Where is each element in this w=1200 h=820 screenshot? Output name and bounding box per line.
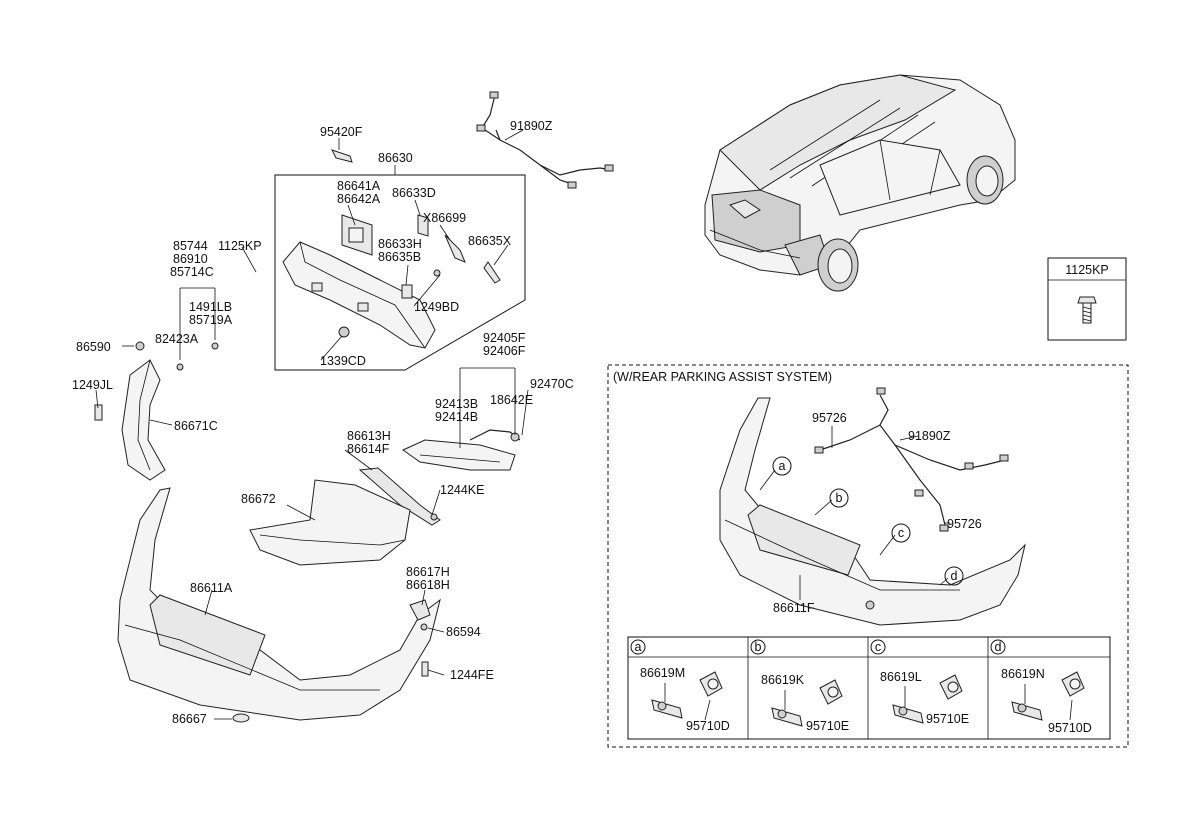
- label-bracket-a: 86619M: [640, 666, 685, 680]
- callout-d: d: [944, 566, 964, 586]
- label-86633d: 86633D: [392, 186, 436, 200]
- label-bracket-c: 86619L: [880, 670, 922, 684]
- callout-b: b: [829, 488, 849, 508]
- label-1125kp: 1125KP: [218, 239, 262, 253]
- label-86641a: 86641A: [337, 179, 381, 193]
- wiring-harness-top: [476, 91, 614, 189]
- label-sensor-d: 95710D: [1048, 721, 1092, 735]
- label-85714c: 85714C: [170, 265, 214, 279]
- label-82423a: 82423A: [155, 332, 199, 346]
- parking-assist-title: (W/REAR PARKING ASSIST SYSTEM): [613, 370, 832, 384]
- label-86594: 86594: [446, 625, 481, 639]
- label-86617h: 86617H: [406, 565, 450, 579]
- label-86667: 86667: [172, 712, 207, 726]
- label-85719a: 85719A: [189, 313, 233, 327]
- label-x86699: X86699: [423, 211, 466, 225]
- label-bracket-d: 86619N: [1001, 667, 1045, 681]
- svg-text:c: c: [898, 526, 904, 540]
- rear-bumper-cover-86611a: [117, 487, 441, 723]
- label-86590: 86590: [76, 340, 111, 354]
- part-labels: 95420F 86630 91890Z 86641A 86642A 86633D…: [72, 119, 574, 726]
- parking-assist-panel: (W/REAR PARKING ASSIST SYSTEM) a: [607, 364, 1129, 748]
- rear-beam-assembly-group: [274, 149, 526, 371]
- label-86611f: 86611F: [773, 601, 815, 615]
- svg-text:a: a: [635, 640, 642, 654]
- lower-cover-86672: [249, 479, 411, 566]
- label-1244fe: 1244FE: [450, 668, 494, 682]
- sensor-column-d: d 86619N 95710D: [990, 639, 1092, 735]
- label-1125kp-box: 1125KP: [1065, 263, 1109, 277]
- label-sensor-a: 95710D: [686, 719, 730, 733]
- leader-lines: [95, 129, 529, 720]
- label-86635b: 86635B: [378, 250, 421, 264]
- label-92470c: 92470C: [530, 377, 574, 391]
- label-1339cd: 1339CD: [320, 354, 366, 368]
- side-bracket-86671c: [94, 341, 219, 481]
- label-1249bd: 1249BD: [414, 300, 459, 314]
- sensor-column-b: b 86619K 95710E: [750, 639, 849, 733]
- label-86630: 86630: [378, 151, 413, 165]
- label-86642a: 86642A: [337, 192, 381, 206]
- label-86672: 86672: [241, 492, 276, 506]
- label-sensor-b: 95710E: [806, 719, 849, 733]
- svg-text:c: c: [875, 640, 881, 654]
- bolt-icon: [1077, 296, 1097, 324]
- rear-reflector-assembly: [401, 429, 521, 471]
- callout-a: a: [772, 456, 792, 476]
- label-86618h: 86618H: [406, 578, 450, 592]
- svg-text:d: d: [995, 640, 1002, 654]
- label-bracket-b: 86619K: [761, 673, 805, 687]
- label-18642e: 18642E: [490, 393, 533, 407]
- label-91890z-sys: 91890Z: [908, 429, 951, 443]
- label-86611a: 86611A: [190, 581, 233, 595]
- svg-text:b: b: [755, 640, 762, 654]
- label-1244ke: 1244KE: [440, 483, 484, 497]
- label-1491lb: 1491LB: [189, 300, 232, 314]
- label-92406f: 92406F: [483, 344, 526, 358]
- label-86635x: 86635X: [468, 234, 512, 248]
- label-92414b: 92414B: [435, 410, 478, 424]
- label-92413b: 92413B: [435, 397, 478, 411]
- label-86614f: 86614F: [347, 442, 390, 456]
- label-86910: 86910: [173, 252, 208, 266]
- label-86613h: 86613H: [347, 429, 391, 443]
- label-95726-b: 95726: [947, 517, 982, 531]
- label-86671c: 86671C: [174, 419, 218, 433]
- callout-c: c: [891, 523, 911, 543]
- svg-text:a: a: [779, 459, 786, 473]
- svg-text:b: b: [836, 491, 843, 505]
- svg-text:d: d: [951, 569, 958, 583]
- label-sensor-c: 95710E: [926, 712, 969, 726]
- label-91890z-top: 91890Z: [510, 119, 553, 133]
- label-92405f: 92405F: [483, 331, 526, 345]
- sensor-table: a 86619M 95710D b 86619K 95710E: [627, 636, 1111, 740]
- sensor-column-a: a 86619M 95710D: [630, 639, 730, 733]
- label-1249jl: 1249JL: [72, 378, 113, 392]
- bolt-1125kp-box: 1125KP: [1047, 257, 1127, 341]
- vehicle-illustration: [704, 74, 1016, 292]
- label-85744: 85744: [173, 239, 208, 253]
- label-86633h: 86633H: [378, 237, 422, 251]
- label-95420f: 95420F: [320, 125, 363, 139]
- label-95726-a: 95726: [812, 411, 847, 425]
- sensor-column-c: c 86619L 95710E: [870, 639, 969, 726]
